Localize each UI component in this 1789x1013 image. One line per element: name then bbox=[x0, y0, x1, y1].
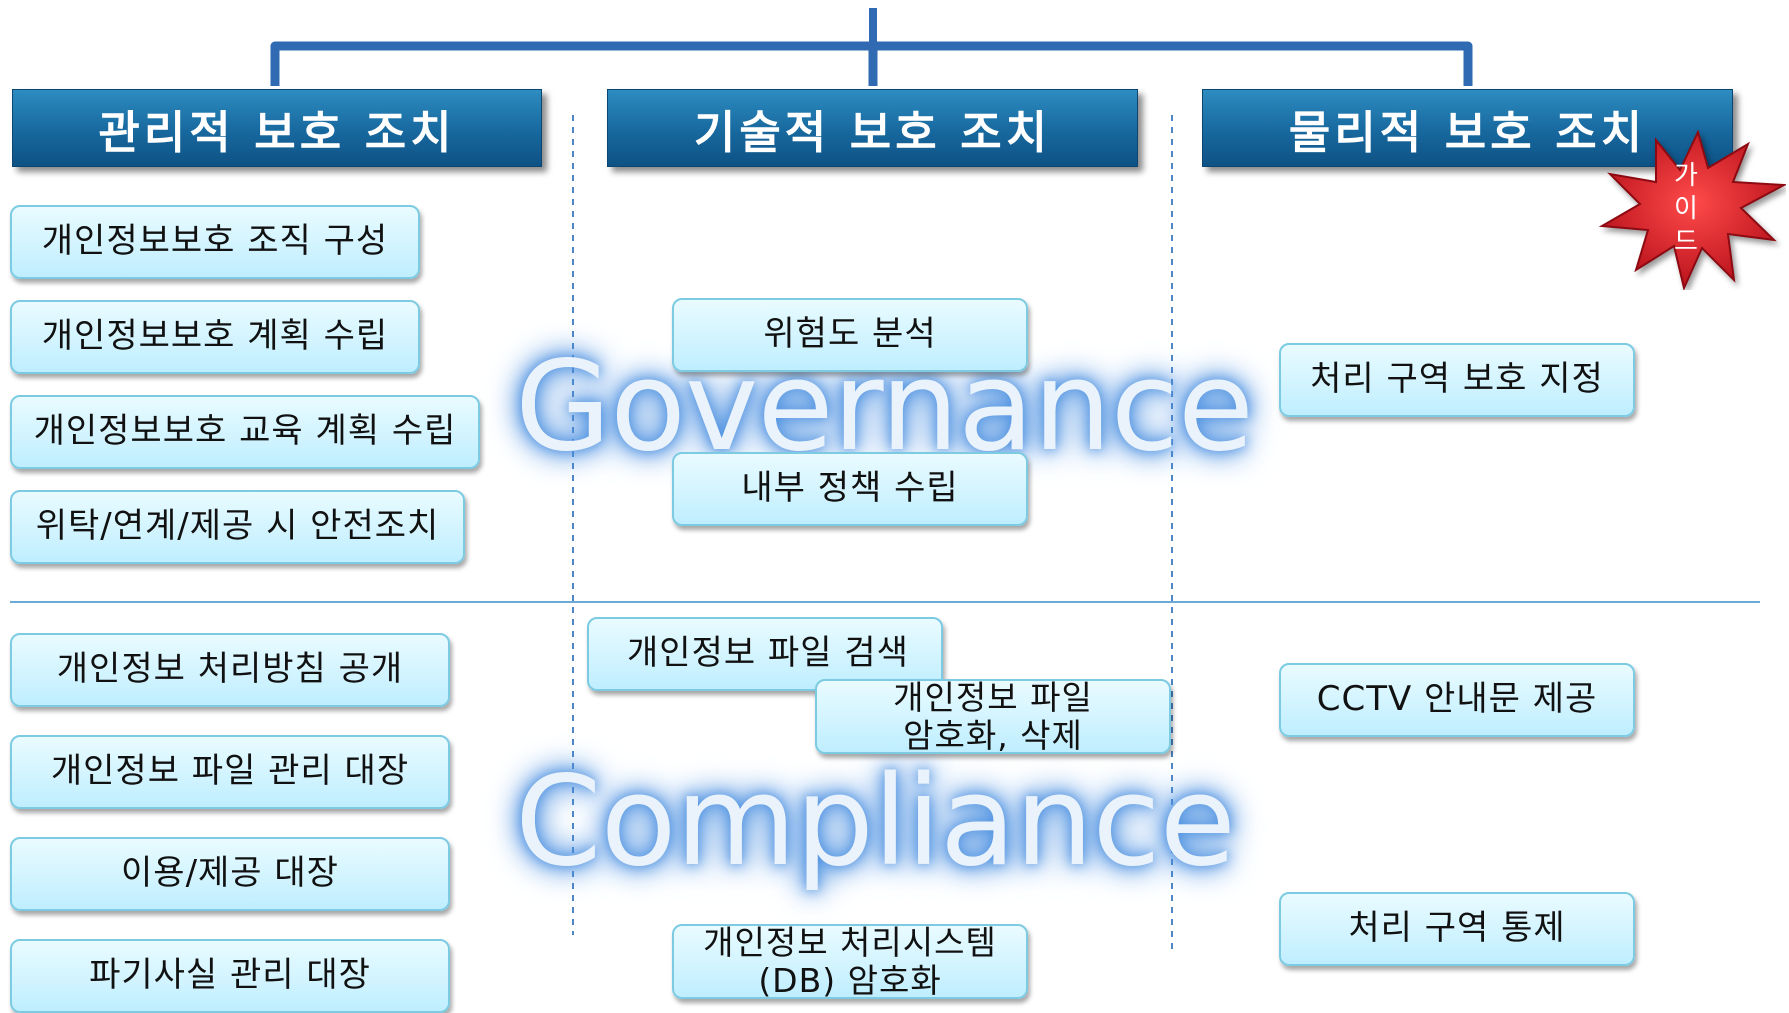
box-file-search: 개인정보 파일 검색 bbox=[587, 617, 943, 691]
box-privacy-org: 개인정보보호 조직 구성 bbox=[10, 205, 420, 279]
box-disposal-ledger: 파기사실 관리 대장 bbox=[10, 939, 450, 1013]
badge-text: 가 이 드 bbox=[1666, 160, 1706, 259]
box-area-control: 처리 구역 통제 bbox=[1279, 892, 1635, 966]
box-privacy-plan: 개인정보보호 계획 수립 bbox=[10, 300, 420, 374]
header-administrative: 관리적 보호 조치 bbox=[12, 89, 542, 167]
box-privacy-policy-disclosure: 개인정보 처리방침 공개 bbox=[10, 633, 450, 707]
box-internal-policy: 내부 정책 수립 bbox=[672, 452, 1028, 526]
box-file-ledger: 개인정보 파일 관리 대장 bbox=[10, 735, 450, 809]
badge-char-2: 이 bbox=[1674, 194, 1698, 224]
box-file-encrypt-delete-line2: 암호화, 삭제 bbox=[903, 715, 1083, 755]
header-physical: 물리적 보호 조치 bbox=[1202, 89, 1733, 167]
box-cctv-notice: CCTV 안내문 제공 bbox=[1279, 663, 1635, 737]
badge-char-3: 드 bbox=[1674, 227, 1698, 257]
starburst-badge-icon bbox=[1598, 130, 1786, 290]
box-privacy-training: 개인정보보호 교육 계획 수립 bbox=[10, 395, 480, 469]
box-db-encryption-line2: (DB) 암호화 bbox=[758, 960, 942, 1000]
badge-char-1: 가 bbox=[1674, 161, 1698, 191]
box-db-encryption-line1: 개인정보 처리시스템 bbox=[703, 922, 997, 962]
watermark-compliance: Compliance bbox=[515, 750, 1236, 894]
box-file-encrypt-delete: 개인정보 파일 암호화, 삭제 bbox=[815, 677, 1171, 755]
box-file-encrypt-delete-line1: 개인정보 파일 bbox=[893, 677, 1093, 717]
box-usage-ledger: 이용/제공 대장 bbox=[10, 837, 450, 911]
box-outsourcing-safety: 위탁/연계/제공 시 안전조치 bbox=[10, 490, 465, 564]
box-risk-analysis: 위험도 분석 bbox=[672, 298, 1028, 372]
header-technical: 기술적 보호 조치 bbox=[607, 89, 1138, 167]
box-area-protection: 처리 구역 보호 지정 bbox=[1279, 343, 1635, 417]
box-db-encryption: 개인정보 처리시스템 (DB) 암호화 bbox=[672, 922, 1028, 1000]
